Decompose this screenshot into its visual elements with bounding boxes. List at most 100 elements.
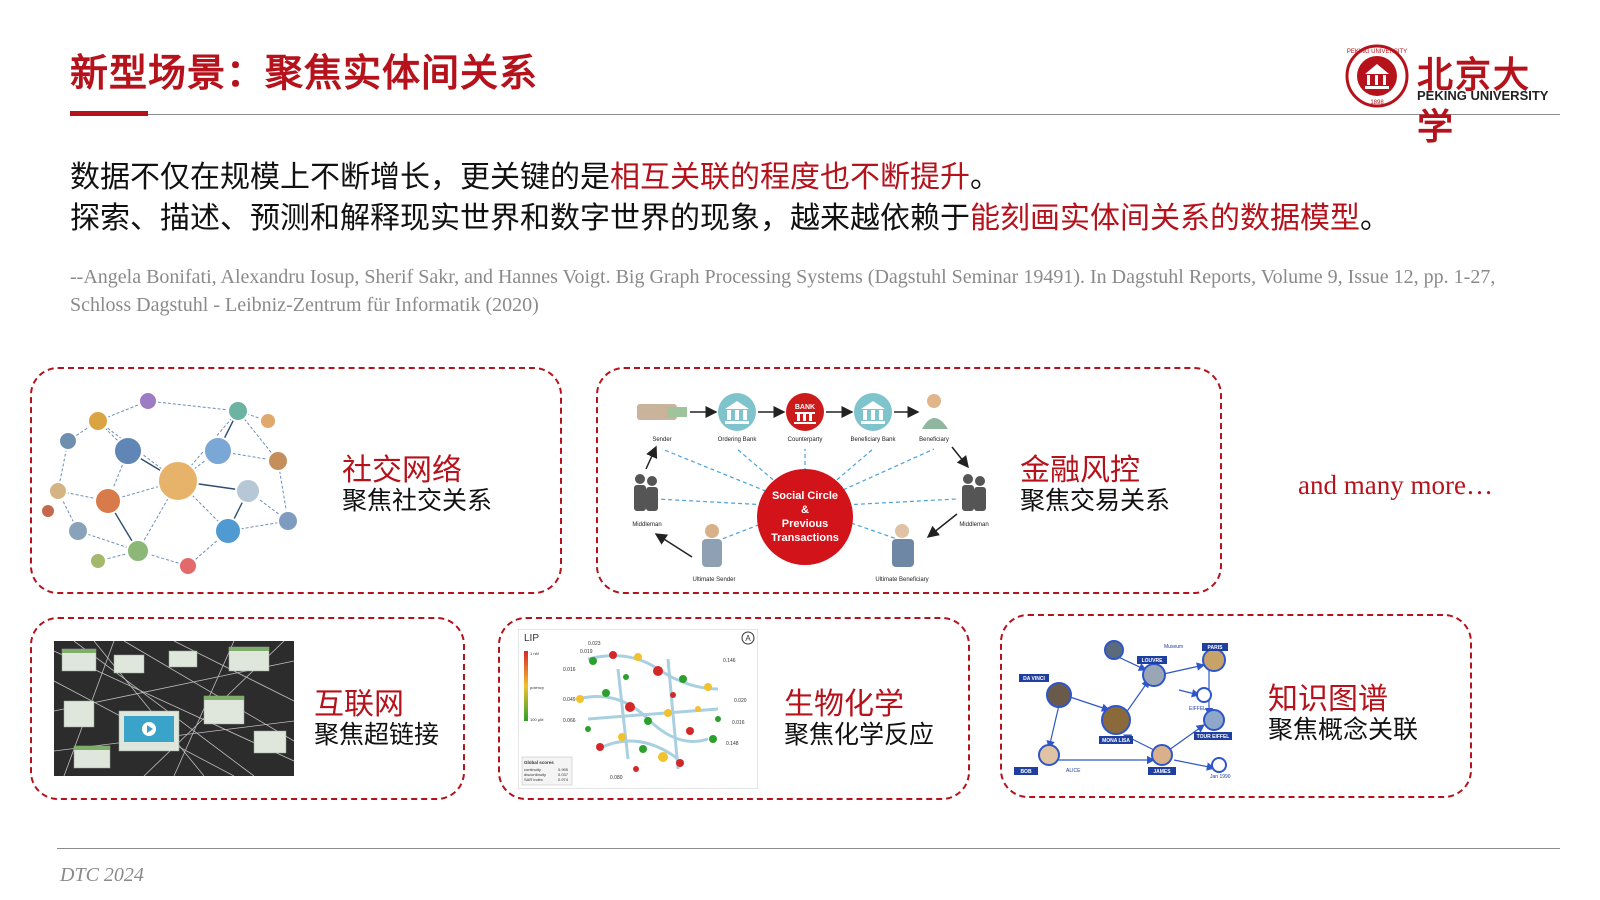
center-line-2: & — [801, 504, 809, 516]
biochem-subtitle: 聚焦化学反应 — [784, 720, 935, 749]
kg-label: BOB — [1020, 769, 1032, 775]
label-beneficiary-bank: Beneficiary Bank — [850, 437, 896, 443]
transaction-diagram: BANK Sender Ordering Bank Counterparty B… — [632, 393, 989, 583]
kg-label: EIFFEL — [1189, 706, 1206, 712]
score-value: 0.037 — [558, 772, 569, 777]
logo-english-name: PEKING UNIVERSITY — [1417, 88, 1549, 103]
value-label: 0.019 — [580, 649, 593, 655]
label-sender: Sender — [652, 437, 671, 443]
lead-sentence-2: 探索、描述、预测和解释现实世界和数字世界的现象，越来越依赖于能刻画实体间关系的数… — [70, 193, 1390, 237]
kg-node — [1196, 687, 1212, 703]
center-line-1: Social Circle — [772, 490, 838, 502]
kg-label: DA VINCI — [1023, 676, 1045, 682]
chemical-space-plot: LIP A 1 nM potency 100 µM 0.023 0.019 0.… — [518, 629, 758, 789]
value-label: 0.066 — [563, 718, 576, 724]
logo-chinese-name: 北京大学 — [1417, 54, 1532, 148]
value-label: 0.080 — [610, 775, 623, 781]
peking-university-logo: PEKING UNIVERSITY 1898 北京大学 PEKING UNIVE… — [1345, 44, 1565, 148]
knowledge-subtitle: 聚焦概念关联 — [1268, 715, 1419, 744]
kg-label: PARIS — [1208, 645, 1224, 651]
lead-1-plain: 数据不仅在规模上不断增长，更关键的是 — [70, 160, 610, 195]
seal-year: 1898 — [1370, 100, 1384, 106]
social-title: 社交网络 — [342, 453, 462, 488]
biochem-title: 生物化学 — [784, 687, 904, 722]
legend-axis: potency — [530, 685, 544, 690]
lead-2-end: 。 — [1360, 201, 1390, 236]
kg-node — [1203, 709, 1225, 731]
card-internet: 互联网 聚焦超链接 — [30, 617, 465, 800]
card-finance-risk: BANK Sender Ordering Bank Counterparty B… — [596, 367, 1222, 594]
social-circle-center — [757, 469, 853, 565]
middleman-right-icon — [962, 474, 986, 511]
title-accent-bar — [70, 111, 148, 116]
lead-1-highlight: 相互关联的程度也不断提升 — [610, 160, 970, 195]
card-social-network: 社交网络 聚焦社交关系 — [30, 367, 562, 594]
slide-title: 新型场景：聚焦实体间关系 — [70, 51, 539, 95]
kg-node — [1101, 705, 1131, 735]
beneficiary-person-icon — [927, 394, 941, 408]
badge-circle — [741, 631, 755, 645]
value-label: 0.146 — [723, 658, 736, 664]
potency-colorbar — [524, 651, 528, 721]
citation: --Angela Bonifati, Alexandru Iosup, Sher… — [70, 266, 1496, 316]
score-value: 0.995 — [558, 767, 569, 772]
label-beneficiary: Beneficiary — [919, 437, 949, 443]
kg-label: TOUR EIFFEL — [1197, 734, 1230, 740]
label-counterparty: Counterparty — [788, 437, 823, 443]
kg-node — [1046, 682, 1072, 708]
lead-2-plain: 探索、描述、预测和解释现实世界和数字世界的现象，越来越依赖于 — [70, 201, 970, 236]
social-subtitle: 聚焦社交关系 — [342, 486, 493, 515]
ultimate-sender-icon — [702, 524, 722, 567]
lead-2-highlight: 能刻画实体间关系的数据模型 — [970, 201, 1360, 236]
ultimate-beneficiary-icon — [892, 524, 914, 567]
title-divider — [70, 114, 1560, 115]
legend-top: 1 nM — [530, 651, 539, 656]
badge-letter: A — [745, 634, 751, 643]
lead-sentence-1: 数据不仅在规模上不断增长，更关键的是相互关联的程度也不断提升。 — [70, 152, 1000, 196]
and-many-more: and many more… — [1298, 470, 1493, 500]
kg-label: ALICE — [1066, 768, 1081, 774]
internet-subtitle: 聚焦超链接 — [314, 720, 440, 749]
footer-divider — [57, 848, 1560, 849]
social-network-graph — [40, 391, 298, 576]
value-label: 0.020 — [734, 698, 747, 704]
hyperlink-network-image — [54, 641, 294, 776]
center-line-3: Previous — [782, 518, 828, 530]
card-biochemistry: LIP A 1 nM potency 100 µM 0.023 0.019 0.… — [498, 617, 970, 800]
value-label: 0.023 — [588, 641, 601, 647]
kg-node — [1104, 640, 1124, 660]
kg-label: Jan 1990 — [1210, 774, 1231, 780]
middleman-left-icon — [634, 474, 658, 511]
seal-text: PEKING UNIVERSITY — [1347, 49, 1407, 55]
score-value: 0.974 — [558, 777, 569, 782]
kg-node — [1151, 744, 1173, 766]
knowledge-title: 知识图谱 — [1268, 682, 1388, 717]
global-scores-box — [521, 756, 573, 786]
scores-title: Global scores — [524, 760, 554, 765]
plot-title: LIP — [524, 633, 539, 644]
knowledge-graph: DA VINCI MONA LISA LOUVRE PARIS TOUR EIF… — [1014, 640, 1232, 780]
score-name: discontinuity — [524, 772, 546, 777]
label-ultimate-sender: Ultimate Sender — [692, 577, 735, 583]
kg-node — [1202, 648, 1226, 672]
label-ordering-bank: Ordering Bank — [718, 437, 758, 443]
score-name: continuity — [524, 767, 541, 772]
university-seal-icon: PEKING UNIVERSITY 1898 — [1345, 44, 1409, 108]
internet-title: 互联网 — [314, 687, 404, 722]
label-middleman-left: Middleman — [632, 522, 661, 528]
center-line-4: Transactions — [771, 532, 839, 544]
bank-label: BANK — [795, 404, 815, 411]
finance-title: 金融风控 — [1020, 453, 1140, 488]
legend-bottom: 100 µM — [530, 717, 543, 722]
value-label: 0.016 — [732, 720, 745, 726]
value-label: 0.016 — [563, 667, 576, 673]
footer-label: DTC 2024 — [60, 864, 144, 886]
card-knowledge-graph: DA VINCI MONA LISA LOUVRE PARIS TOUR EIF… — [1000, 614, 1472, 798]
value-label: 0.049 — [563, 697, 576, 703]
kg-label: MONA LISA — [1102, 738, 1130, 744]
kg-node — [1142, 663, 1166, 687]
kg-node — [1211, 757, 1227, 773]
score-name: SAR index — [524, 777, 543, 782]
value-label: 0.148 — [726, 741, 739, 747]
label-middleman-right: Middleman — [959, 522, 988, 528]
